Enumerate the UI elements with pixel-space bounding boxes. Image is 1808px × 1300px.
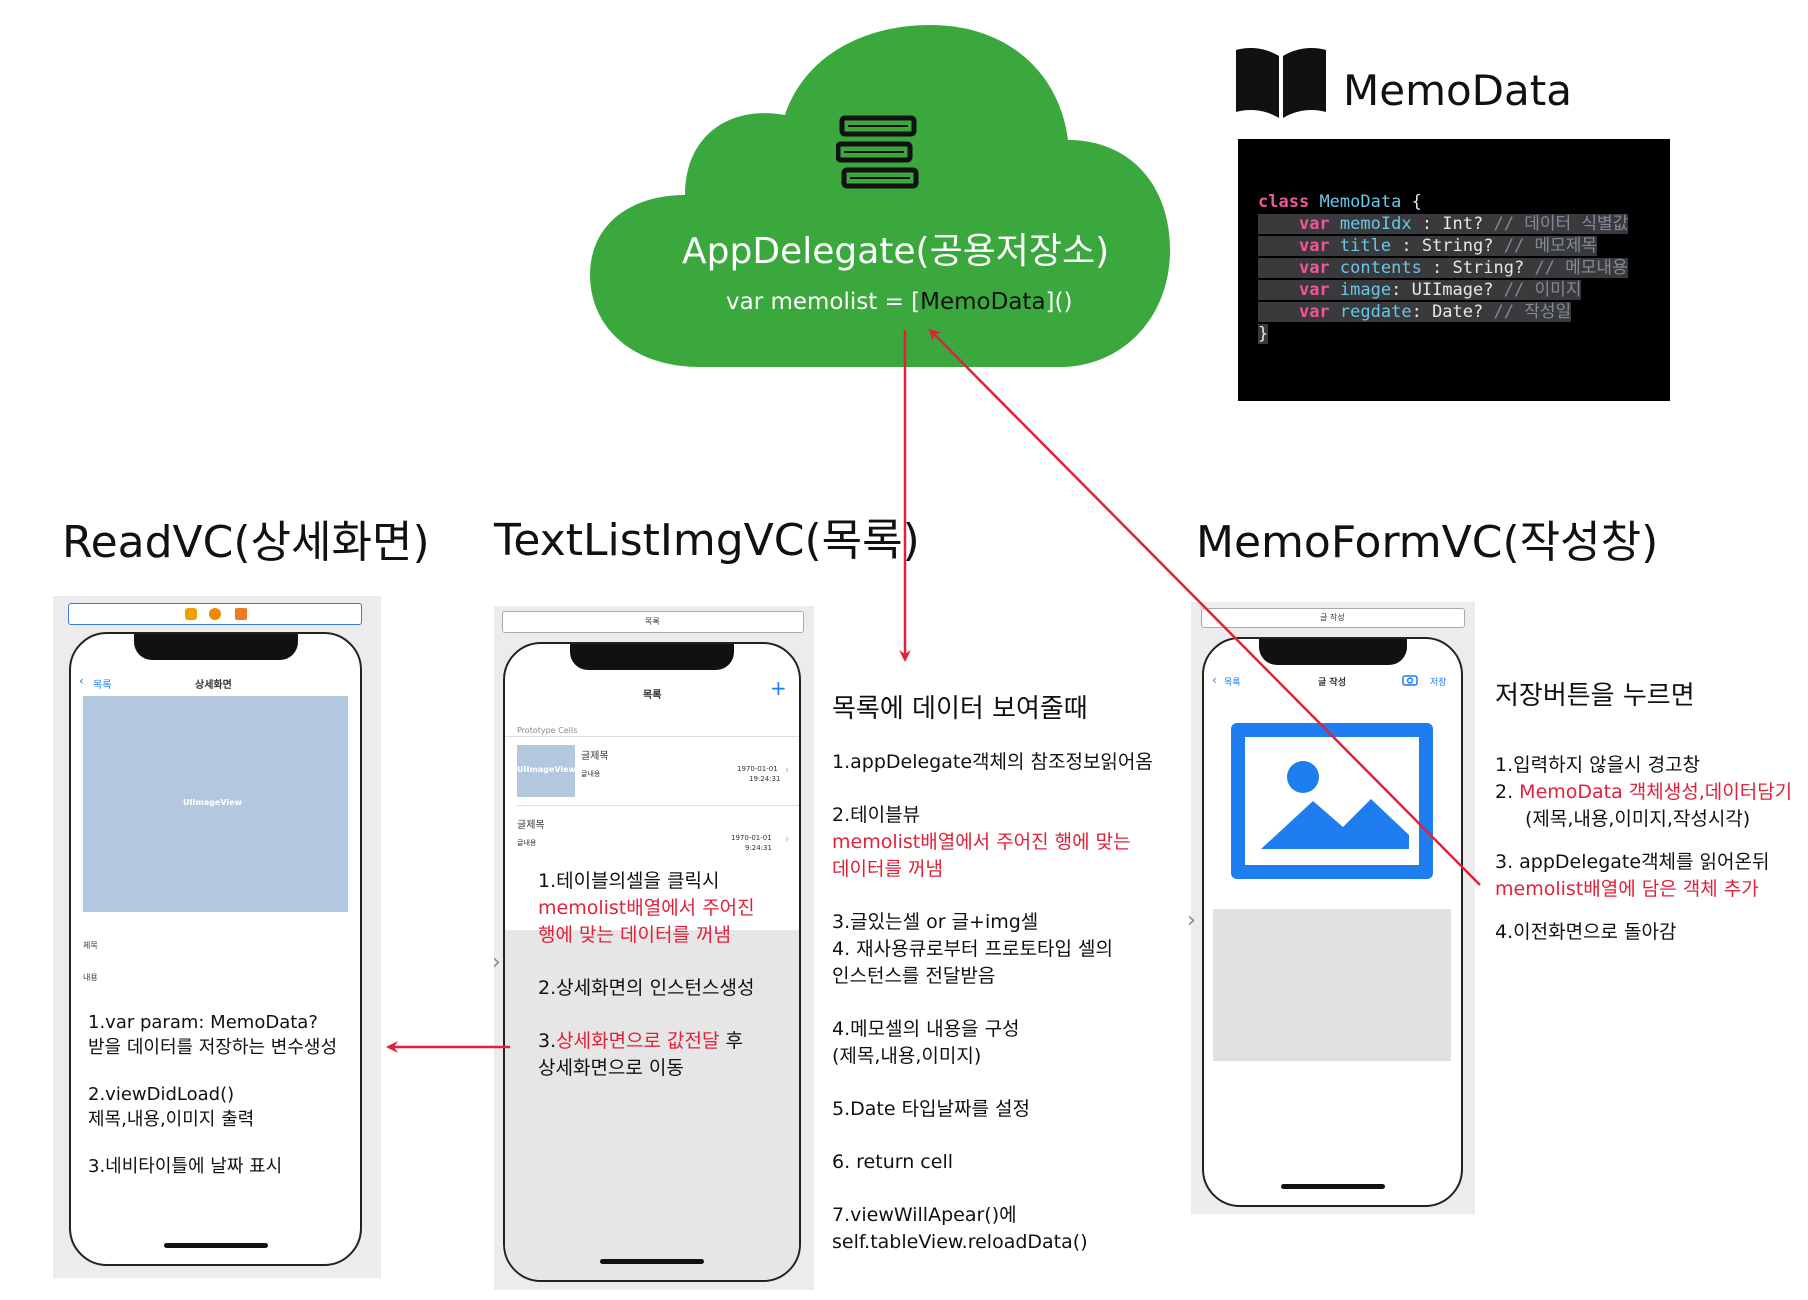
phone-notch [133,634,298,660]
cloud-title: AppDelegate(공용저장소) [682,231,1110,272]
form-notes: 1.입력하지 않을시 경고창 2. MemoData 객체생성,데이터담기 (제… [1495,754,1793,943]
back-button[interactable]: 목록 [93,680,112,691]
contents-textview[interactable] [1213,909,1451,1061]
phone-notch [1258,639,1407,665]
books-icon [836,115,919,189]
home-indicator [163,1243,268,1248]
formvc-scene-dock: 글 작성 [1201,608,1465,628]
textlistimgvc-title: TextListImgVC(목록) [494,515,920,566]
listvc-scene-dock: 목록 [502,611,804,633]
readvc-notes: 1.var param: MemoData? 받을 데이터를 저장하는 변수생성… [88,1012,338,1177]
nav-title: 상세화면 [195,680,232,691]
list-notes-header: 목록에 데이터 보여줄때 [832,694,1088,724]
title-label: 제목 [83,941,98,950]
list-notes: 1.appDelegate객체의 참조정보읽어옴 2.테이블뷰 memolist… [832,751,1153,1253]
formvc-phone: ‹ 목록 글 작성 저장 [1202,637,1463,1207]
chevron-right-icon: › [785,834,789,845]
readvc-phone: ‹ 목록 상세화면 UIImageView 제목 내용 [69,632,362,1266]
home-indicator [600,1259,704,1264]
back-button[interactable]: 목록 [1224,678,1241,688]
form-notes-header: 저장버튼을 누르면 [1495,681,1695,711]
table-empty-area [505,930,799,1280]
divider [517,805,799,806]
memolist-declaration: var memolist = [MemoData]() [726,289,1073,315]
exit-icon [235,608,247,620]
listvc-cell-notes: 1.테이블의셀을 클릭시 memolist배열에서 주어진 행에 맞는 데이터를… [538,870,755,1079]
camera-icon[interactable] [1402,674,1418,686]
listvc-phone: 목록 + Prototype Cells UIImageView 글제목 글내용… [503,642,801,1282]
nav-title: 글 작성 [1318,678,1346,688]
nav-title: 목록 [643,690,662,701]
first-responder-icon [209,608,221,620]
memodata-title: MemoData [1343,66,1572,115]
segue-arrow-icon: › [492,950,501,975]
contents-label: 내용 [83,973,98,982]
photo-icon[interactable] [1231,723,1433,879]
readvc-scene-dock [68,603,362,625]
appdelegate-cloud [590,25,1170,367]
add-button[interactable]: + [770,676,787,700]
back-chevron-icon[interactable]: ‹ [79,674,84,688]
back-chevron-icon[interactable]: ‹ [1212,673,1217,687]
chevron-right-icon: › [785,765,789,776]
memoformvc-title: MemoFormVC(작성창) [1196,517,1659,568]
cell-image-placeholder: UIImageView [517,745,576,797]
segue-arrow-icon: › [1187,908,1196,933]
memodata-code-block: class MemoData { var memoIdx : Int? // 데… [1238,139,1670,401]
phone-notch [570,644,734,670]
readvc-title: ReadVC(상세화면) [62,517,430,568]
divider [505,736,799,737]
book-icon [1236,48,1326,118]
prototype-cells-label: Prototype Cells [517,726,578,735]
save-button[interactable]: 저장 [1430,678,1447,688]
image-view-placeholder: UIImageView [83,696,348,912]
viewcontroller-icon [185,608,197,620]
image-cell[interactable]: UIImageView 글제목 글내용 1970-01-01 19:24:31 … [505,737,799,805]
text-cell[interactable]: 글제목 글내용 1970-01-01 9:24:31 › [517,820,789,852]
home-indicator [1280,1184,1385,1189]
